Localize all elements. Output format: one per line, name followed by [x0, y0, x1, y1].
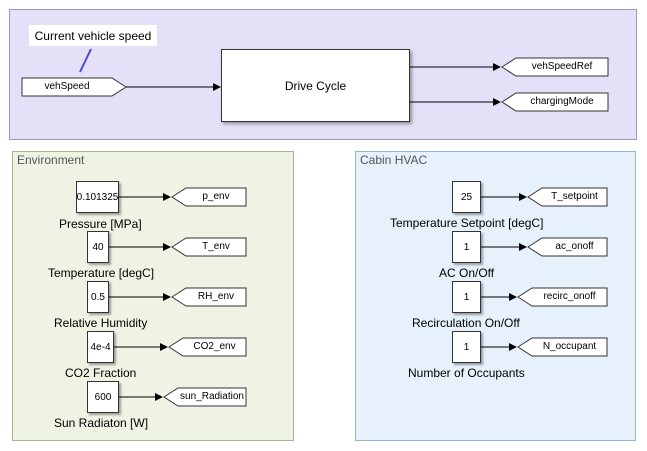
relative-humidity-label: Relative Humidity: [54, 316, 148, 330]
drive-cycle-block-label: Drive Cycle: [284, 78, 347, 93]
drive-cycle-block[interactable]: Drive Cycle: [221, 49, 410, 122]
pressure-label: Pressure [MPa]: [59, 217, 142, 231]
constant-temperature-setpoint-value: 25: [460, 191, 473, 203]
constant-ac-onoff-value: 1: [463, 241, 470, 253]
goto-tag-recirc-onoff-shape[interactable]: [517, 287, 608, 307]
from-tag-vehspeed-shape[interactable]: [21, 77, 127, 97]
goto-tag-n-occupant-shape[interactable]: [517, 337, 608, 357]
goto-tag-rh-env-shape[interactable]: [171, 287, 247, 307]
goto-tag-p-env-label: p_env: [202, 191, 230, 202]
ac-onoff-label: AC On/Off: [439, 266, 495, 280]
goto-tag-n-occupant-label: N_occupant: [542, 341, 597, 352]
constant-temperature[interactable]: 40: [87, 231, 109, 263]
goto-tag-ac-onoff-label: ac_onoff: [555, 241, 594, 252]
goto-tag-t-setpoint-label: T_setpoint: [551, 191, 598, 202]
annotation-current-vehicle-speed[interactable]: Current vehicle speed: [29, 25, 157, 46]
constant-co2-fraction-value: 4e-4: [90, 341, 111, 353]
constant-recirculation-onoff-value: 1: [463, 291, 470, 303]
constant-number-of-occupants[interactable]: 1: [452, 331, 481, 363]
constant-co2-fraction[interactable]: 4e-4: [87, 331, 114, 363]
goto-tag-p-env-shape[interactable]: [171, 187, 247, 207]
goto-tag-co2-env-label: CO2_env: [193, 341, 236, 352]
goto-tag-ac-onoff-shape[interactable]: [527, 237, 608, 257]
constant-number-of-occupants-value: 1: [463, 341, 470, 353]
goto-tag-vehspeedref-label: vehSpeedRef: [531, 61, 593, 72]
constant-sun-radiation-value: 600: [94, 391, 112, 403]
goto-tag-t-setpoint-shape[interactable]: [527, 187, 608, 207]
constant-pressure-value: 0.101325: [76, 191, 119, 203]
recirculation-onoff-label: Recirculation On/Off: [412, 316, 520, 330]
goto-tag-rh-env-label: RH_env: [197, 291, 235, 302]
goto-tag-chargingmode-label: chargingMode: [530, 96, 594, 107]
goto-tag-vehspeedref-shape[interactable]: [501, 57, 609, 77]
constant-pressure[interactable]: 0.101325: [76, 181, 119, 213]
environment-area-title: Environment: [17, 153, 85, 167]
constant-relative-humidity-value: 0.5: [91, 291, 105, 303]
constant-temperature-setpoint[interactable]: 25: [452, 181, 481, 213]
goto-tag-t-env-shape[interactable]: [171, 237, 247, 257]
constant-temperature-value: 40: [92, 241, 104, 253]
goto-tag-sun-radiation-shape[interactable]: [163, 387, 247, 407]
constant-recirculation-onoff[interactable]: 1: [452, 281, 481, 313]
from-tag-vehspeed-label: vehSpeed: [44, 81, 90, 92]
goto-tag-t-env-label: T_env: [202, 241, 230, 252]
temperature-label: Temperature [degC]: [48, 266, 155, 280]
temperature-setpoint-label: Temperature Setpoint [degC]: [390, 216, 544, 230]
cabin-hvac-area-title: Cabin HVAC: [360, 153, 428, 167]
goto-tag-sun-radiation-label: sun_Radiation: [180, 391, 244, 402]
goto-tag-chargingmode-shape[interactable]: [501, 92, 609, 112]
number-of-occupants-label: Number of Occupants: [408, 366, 525, 380]
constant-sun-radiation[interactable]: 600: [87, 381, 119, 413]
sun-radiation-label: Sun Radiaton [W]: [54, 416, 149, 430]
constant-ac-onoff[interactable]: 1: [452, 231, 481, 263]
goto-tag-co2-env-shape[interactable]: [168, 337, 247, 357]
annotation-connector: [79, 48, 92, 73]
constant-relative-humidity[interactable]: 0.5: [87, 281, 109, 313]
environment-area: Environment: [12, 151, 294, 441]
goto-tag-recirc-onoff-label: recirc_onoff: [543, 291, 596, 302]
co2-fraction-label: CO2 Fraction: [65, 366, 137, 380]
